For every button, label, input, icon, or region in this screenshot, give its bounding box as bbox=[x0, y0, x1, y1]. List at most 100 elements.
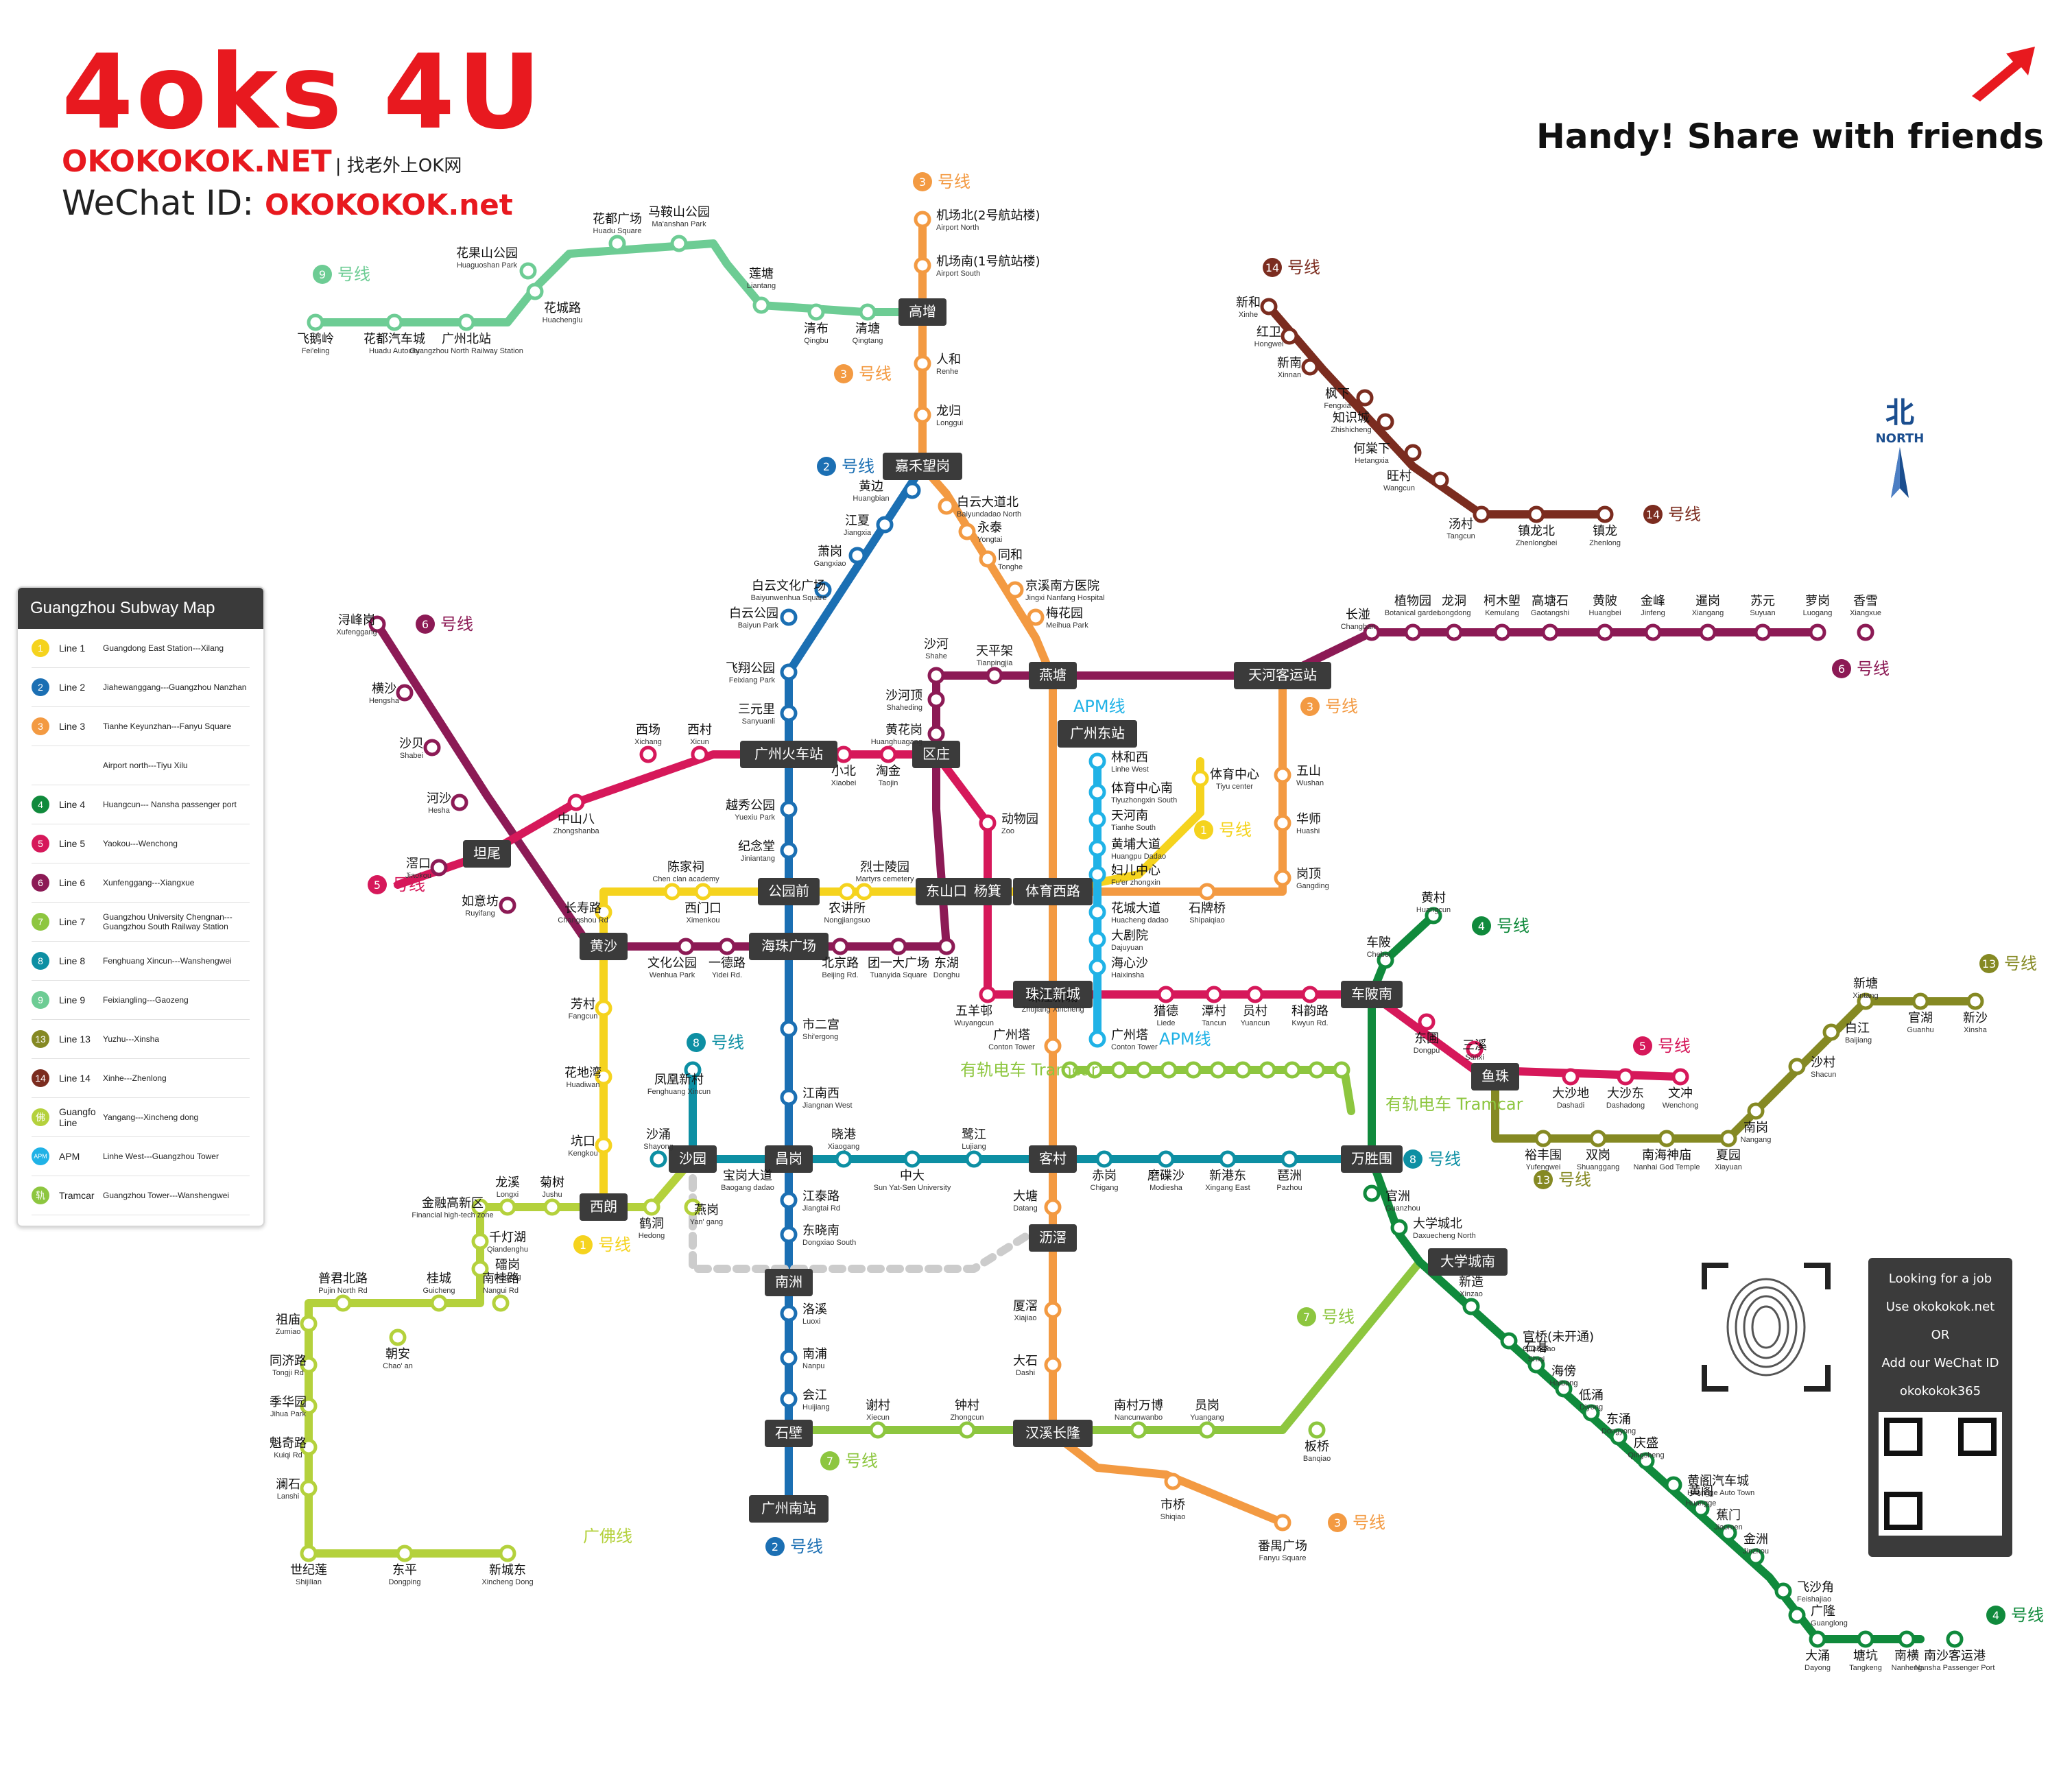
station-dot[interactable] bbox=[1274, 766, 1291, 784]
station-dot[interactable] bbox=[471, 1198, 489, 1216]
station-dot[interactable] bbox=[396, 684, 414, 702]
station-dot[interactable] bbox=[1671, 1068, 1689, 1086]
station-dot[interactable] bbox=[855, 883, 873, 901]
station-dot[interactable] bbox=[780, 1226, 798, 1243]
interchange-yangji[interactable] bbox=[964, 878, 1012, 905]
station-dot[interactable] bbox=[780, 842, 798, 859]
interchange-wanshengwei[interactable] bbox=[1341, 1145, 1403, 1173]
station-dot[interactable] bbox=[1534, 1130, 1552, 1147]
station-dot[interactable] bbox=[1390, 1219, 1408, 1237]
station-dot[interactable] bbox=[396, 1545, 414, 1562]
interchange-yantang[interactable] bbox=[1029, 662, 1077, 689]
interchange-jiahe[interactable] bbox=[883, 453, 962, 480]
station-dot[interactable] bbox=[519, 262, 537, 280]
interchange-gzsouth[interactable] bbox=[749, 1495, 829, 1523]
station-dot[interactable] bbox=[1596, 505, 1614, 523]
station-dot[interactable] bbox=[300, 1397, 318, 1415]
station-dot[interactable] bbox=[1088, 752, 1106, 770]
station-dot[interactable] bbox=[1095, 1150, 1113, 1168]
station-dot[interactable] bbox=[1692, 1500, 1710, 1518]
station-dot[interactable] bbox=[1088, 783, 1106, 801]
interchange-hanxi[interactable] bbox=[1013, 1420, 1093, 1447]
station-dot[interactable] bbox=[1473, 505, 1490, 523]
station-dot[interactable] bbox=[1555, 1380, 1573, 1398]
station-dot[interactable] bbox=[499, 896, 516, 914]
station-dot[interactable] bbox=[595, 999, 612, 1017]
station-dot[interactable] bbox=[1431, 471, 1449, 489]
station-dot[interactable] bbox=[1246, 986, 1264, 1003]
station-dot[interactable] bbox=[1589, 1130, 1607, 1147]
station-dot[interactable] bbox=[1527, 1356, 1545, 1374]
station-dot[interactable] bbox=[471, 1260, 489, 1278]
station-dot[interactable] bbox=[1809, 623, 1826, 641]
station-dot[interactable] bbox=[1088, 839, 1106, 857]
station-dot[interactable] bbox=[1281, 1150, 1298, 1168]
interchange-gongyuanqian[interactable] bbox=[758, 878, 820, 905]
station-dot[interactable] bbox=[1857, 992, 1874, 1010]
station-dot[interactable] bbox=[879, 746, 897, 763]
interchange-shayuan[interactable] bbox=[669, 1145, 717, 1173]
station-dot[interactable] bbox=[914, 355, 931, 372]
station-dot[interactable] bbox=[595, 1068, 612, 1086]
station-dot[interactable] bbox=[1774, 1582, 1792, 1600]
station-dot[interactable] bbox=[1719, 1524, 1737, 1542]
station-dot[interactable] bbox=[1912, 992, 1929, 1010]
station-dot[interactable] bbox=[1044, 1301, 1062, 1319]
interchange-gaozeng[interactable] bbox=[898, 298, 946, 326]
station-dot[interactable] bbox=[1644, 623, 1662, 641]
station-dot[interactable] bbox=[1747, 1548, 1765, 1566]
station-dot[interactable] bbox=[1160, 1061, 1178, 1079]
station-dot[interactable] bbox=[1582, 1404, 1600, 1422]
station-dot[interactable] bbox=[780, 608, 798, 626]
station-dot[interactable] bbox=[831, 938, 849, 955]
station-dot[interactable] bbox=[1260, 298, 1278, 315]
station-dot[interactable] bbox=[1164, 1473, 1182, 1490]
interchange-huangsha[interactable] bbox=[580, 933, 628, 960]
station-dot[interactable] bbox=[1493, 623, 1511, 641]
station-dot[interactable] bbox=[1088, 811, 1106, 829]
station-dot[interactable] bbox=[848, 547, 866, 564]
station-dot[interactable] bbox=[718, 938, 736, 955]
station-dot[interactable] bbox=[334, 1294, 352, 1312]
interchange-haizhu[interactable] bbox=[749, 933, 829, 960]
station-dot[interactable] bbox=[979, 814, 997, 832]
station-dot[interactable] bbox=[1088, 1030, 1106, 1048]
station-dot[interactable] bbox=[1500, 1332, 1518, 1350]
station-dot[interactable] bbox=[1281, 327, 1298, 345]
interchange-yuzhu[interactable] bbox=[1471, 1063, 1519, 1090]
station-dot[interactable] bbox=[1301, 986, 1319, 1003]
station-dot[interactable] bbox=[650, 1150, 667, 1168]
station-dot[interactable] bbox=[1308, 1421, 1326, 1439]
station-dot[interactable] bbox=[457, 313, 475, 331]
station-dot[interactable] bbox=[451, 794, 468, 811]
interchange-zhujiangxincheng[interactable] bbox=[1013, 981, 1093, 1008]
interchange-ouzhuang[interactable] bbox=[912, 741, 960, 768]
station-dot[interactable] bbox=[1404, 623, 1422, 641]
station-dot[interactable] bbox=[1130, 1421, 1147, 1439]
station-dot[interactable] bbox=[643, 1198, 660, 1216]
station-dot[interactable] bbox=[1596, 623, 1614, 641]
station-dot[interactable] bbox=[986, 667, 1003, 684]
station-dot[interactable] bbox=[1044, 1198, 1062, 1216]
station-dot[interactable] bbox=[385, 313, 403, 331]
station-dot[interactable] bbox=[430, 859, 448, 877]
station-dot[interactable] bbox=[1754, 623, 1772, 641]
station-dot[interactable] bbox=[1219, 1150, 1237, 1168]
station-dot[interactable] bbox=[1044, 1037, 1062, 1055]
station-dot[interactable] bbox=[1445, 623, 1463, 641]
station-dot[interactable] bbox=[1898, 1630, 1916, 1648]
station-dot[interactable] bbox=[876, 516, 894, 534]
station-dot[interactable] bbox=[780, 1020, 798, 1038]
station-dot[interactable] bbox=[1418, 1013, 1436, 1031]
station-dot[interactable] bbox=[595, 903, 612, 921]
interchange-xilang[interactable] bbox=[580, 1193, 628, 1221]
station-dot[interactable] bbox=[1110, 1061, 1128, 1079]
station-dot[interactable] bbox=[300, 1479, 318, 1497]
station-dot[interactable] bbox=[1283, 1061, 1301, 1079]
station-dot[interactable] bbox=[1377, 413, 1394, 431]
station-dot[interactable] bbox=[958, 1421, 976, 1439]
station-dot[interactable] bbox=[1157, 986, 1175, 1003]
station-dot[interactable] bbox=[307, 313, 324, 331]
interchange-lijiao[interactable] bbox=[1029, 1224, 1077, 1252]
station-dot[interactable] bbox=[927, 667, 945, 684]
